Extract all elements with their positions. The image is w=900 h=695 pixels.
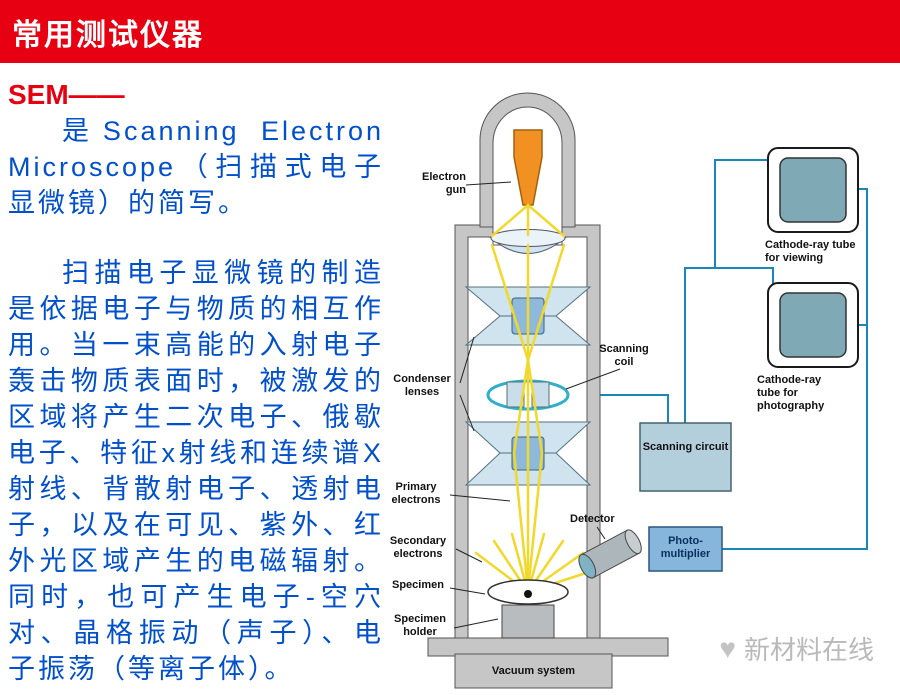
pointer-condenser-1 — [459, 336, 475, 384]
beam-ray — [526, 203, 566, 238]
pointer-primary-electrons — [449, 494, 511, 502]
photo-multiplier-box — [648, 526, 723, 572]
specimen-pedestal — [501, 604, 555, 639]
title-banner: 常用测试仪器 — [0, 0, 900, 63]
scanning-circuit-box — [639, 422, 732, 492]
wire-circuit-to-crt1 — [714, 159, 769, 268]
pointer-electron-gun — [465, 181, 512, 186]
label-photo-multiplier: Photo-multiplier — [660, 535, 711, 561]
crt-viewing-monitor — [767, 147, 859, 233]
detector-shape — [578, 529, 642, 579]
label-crt-photography: Cathode-ray tube for photography — [757, 374, 825, 413]
detector-rear — [624, 529, 642, 555]
pointer-condenser-2 — [459, 394, 475, 432]
label-secondary-electrons: Secondary electrons — [389, 535, 447, 561]
signal-wires — [560, 159, 868, 550]
beam-ray — [490, 203, 530, 238]
label-primary-electrons: Primary electrons — [391, 481, 441, 507]
scanning-coil-shape — [486, 379, 570, 411]
crt-photography-monitor — [767, 282, 859, 368]
sem-diagram: Electron gun Condenser lenses Scanning c… — [380, 85, 900, 695]
sem-diagram-svg — [427, 92, 868, 689]
sem-heading: SEM—— — [8, 79, 125, 110]
crt2-screen — [779, 292, 847, 358]
pointer-secondary-electrons — [455, 548, 483, 563]
label-scanning-coil: Scanning coil — [599, 343, 649, 369]
pointer-detector — [596, 526, 606, 540]
label-crt-viewing: Cathode-ray tube for viewing — [765, 239, 856, 265]
chamber-floor — [427, 637, 669, 657]
vacuum-system-box — [454, 653, 613, 689]
watermark-logo-icon: ♥ — [719, 632, 736, 664]
intro-text: SEM—— 是Scanning Electron Microscope（扫描式电… — [8, 79, 384, 687]
label-electron-gun: Electron gun — [421, 171, 466, 197]
electron-gun-shape — [513, 129, 543, 206]
electron-beam — [474, 203, 594, 594]
wire-pm-to-crt1 — [722, 188, 868, 550]
label-specimen: Specimen — [392, 579, 444, 591]
watermark-text: 新材料在线 — [743, 635, 874, 665]
pointer-scanning-coil — [565, 368, 621, 390]
detector-front — [578, 553, 597, 579]
wire-circuit-to-crt2 — [684, 267, 774, 423]
label-scanning-circuit: Scanning circuit — [642, 441, 729, 453]
intro-paragraph-2: 扫描电子显微镜的制造是依据电子与物质的相互作用。当一束高能的入射电子轰击物质表面… — [8, 257, 384, 684]
watermark: ♥ 新材料在线 — [719, 630, 874, 667]
beam-ray — [512, 358, 530, 455]
label-vacuum-system: Vacuum system — [491, 665, 576, 677]
banner-title: 常用测试仪器 — [12, 18, 204, 52]
label-specimen-holder: Specimen holder — [394, 613, 446, 639]
label-condenser-lenses: Condenser lenses — [393, 373, 451, 399]
beam-ray — [490, 243, 530, 362]
beam-ray — [526, 243, 566, 362]
crt1-screen — [779, 157, 847, 223]
pointer-specimen — [449, 587, 486, 595]
pointer-specimen-holder — [453, 618, 499, 629]
beam-ray — [526, 358, 544, 455]
beam-ray — [526, 451, 544, 593]
beam-ray — [512, 451, 530, 593]
specimen-assembly — [487, 579, 569, 639]
pointer-lines — [449, 181, 621, 629]
label-detector: Detector — [570, 513, 615, 525]
specimen-spot — [524, 590, 532, 598]
intro-paragraph-1: 是Scanning Electron Microscope（扫描式电子显微镜）的… — [8, 115, 384, 218]
